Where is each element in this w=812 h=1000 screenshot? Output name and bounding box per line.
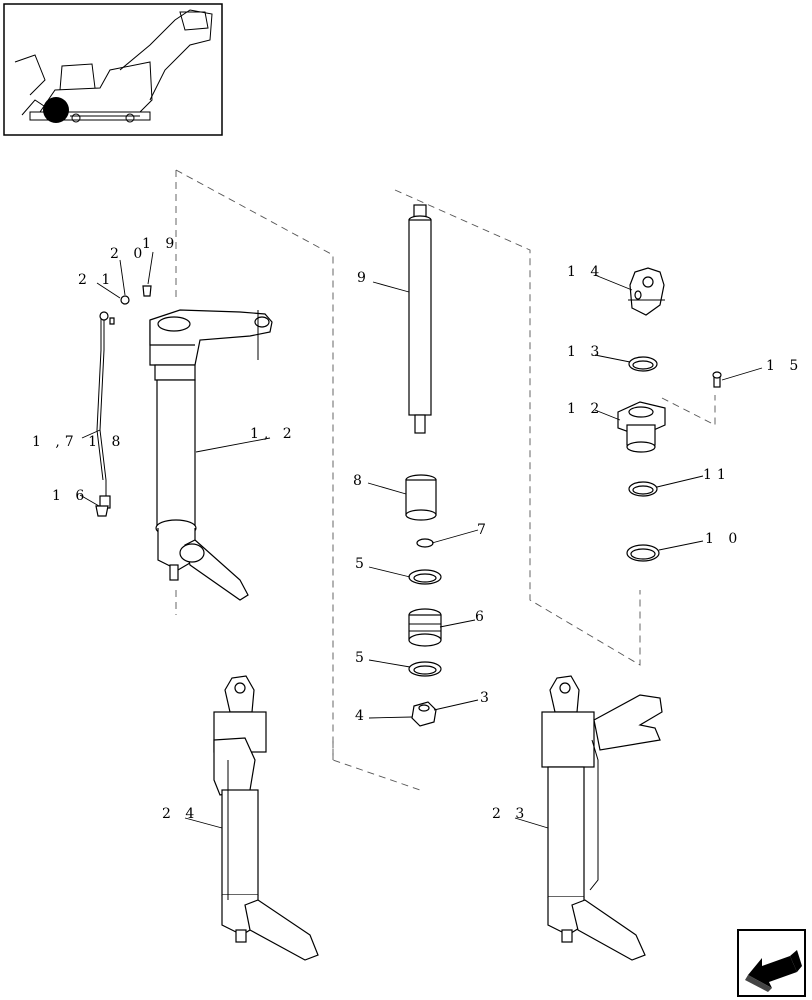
bolt-part xyxy=(712,371,722,388)
callout-11: 11 xyxy=(703,467,731,483)
callout-5-lower: 5 xyxy=(355,650,369,666)
nut-part xyxy=(411,701,437,727)
assembled-cylinder-right xyxy=(541,675,663,961)
callout-10: 1 0 xyxy=(705,531,742,547)
bushing-part xyxy=(405,474,437,521)
callout-6: 6 xyxy=(475,609,489,625)
callout-23: 2 3 xyxy=(492,806,529,822)
callout-3: 3 xyxy=(480,690,494,706)
callout-19: 1 9 xyxy=(142,236,179,252)
piston-part xyxy=(408,608,442,647)
arrow-left-icon[interactable] xyxy=(737,929,806,997)
callout-labels: 1, 2 9 8 7 5 6 5 4 3 1 4 1 3 1 2 1 5 11 … xyxy=(32,236,803,822)
clevis-part xyxy=(628,267,665,316)
machine-location-inset xyxy=(3,3,223,136)
callout-15: 1 5 xyxy=(766,358,803,374)
callout-7: 7 xyxy=(477,522,491,538)
right-seal-rings xyxy=(626,356,660,562)
callout-14: 1 4 xyxy=(567,264,604,280)
piston-rod-part xyxy=(408,204,432,434)
assembly-guide-lines xyxy=(175,169,716,791)
callout-8: 8 xyxy=(353,473,367,489)
callout-21: 2 1 xyxy=(78,272,115,288)
steering-housing-part xyxy=(149,309,273,601)
callout-5-upper: 5 xyxy=(355,556,369,572)
callout-24: 2 4 xyxy=(162,806,199,822)
assembled-cylinder-left xyxy=(213,675,319,961)
flange-part xyxy=(617,401,666,453)
callout-16: 1 6 xyxy=(52,488,89,504)
seal-rings xyxy=(408,538,442,677)
callout-4: 4 xyxy=(355,708,369,724)
callout-13: 1 3 xyxy=(567,344,604,360)
callout-1-2: 1, 2 xyxy=(250,426,297,442)
leader-lines xyxy=(79,251,763,829)
location-marker xyxy=(43,97,69,123)
callout-12: 1 2 xyxy=(567,401,604,417)
callout-17-18: 1 ,7 1 8 xyxy=(32,434,125,450)
hydraulic-hose-part xyxy=(95,285,152,517)
callout-9: 9 xyxy=(357,270,371,286)
callout-20: 2 0 xyxy=(110,246,147,262)
